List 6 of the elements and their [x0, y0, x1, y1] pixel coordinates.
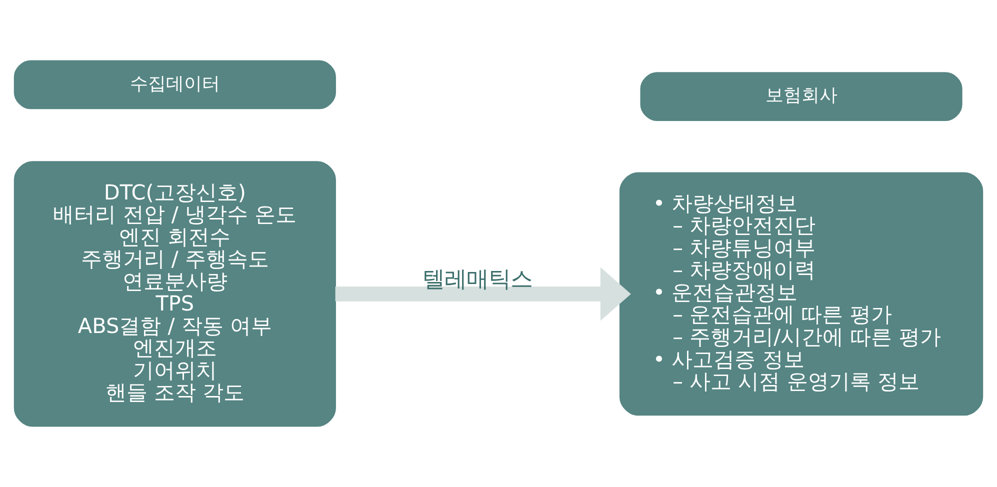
node-box: 수집데이터: [14, 60, 336, 110]
edge-label: 텔레매틱스: [422, 266, 533, 293]
arrow: [335, 267, 631, 321]
node-box: DTC(고장신호) 배터리 전압 / 냉각수 온도 엔진 회전수 주행거리 / 주행속도 연료분사량 TPS ABS결함 / 작동 여부 엔진개조 기어위치 핸들 조작 각도: [14, 161, 336, 427]
node-box: • 차량상태정보 – 차량안전진단 – 차량튜닝여부 – 차량장애이력 • 운전습관정보 – 운전습관에 따른 평가 – 주행거리/시간에 따른 평가 • 사고검증 정보 – 사고 시점 운영기록 정보: [619, 172, 984, 416]
node-box: 보험회사: [640, 72, 962, 122]
